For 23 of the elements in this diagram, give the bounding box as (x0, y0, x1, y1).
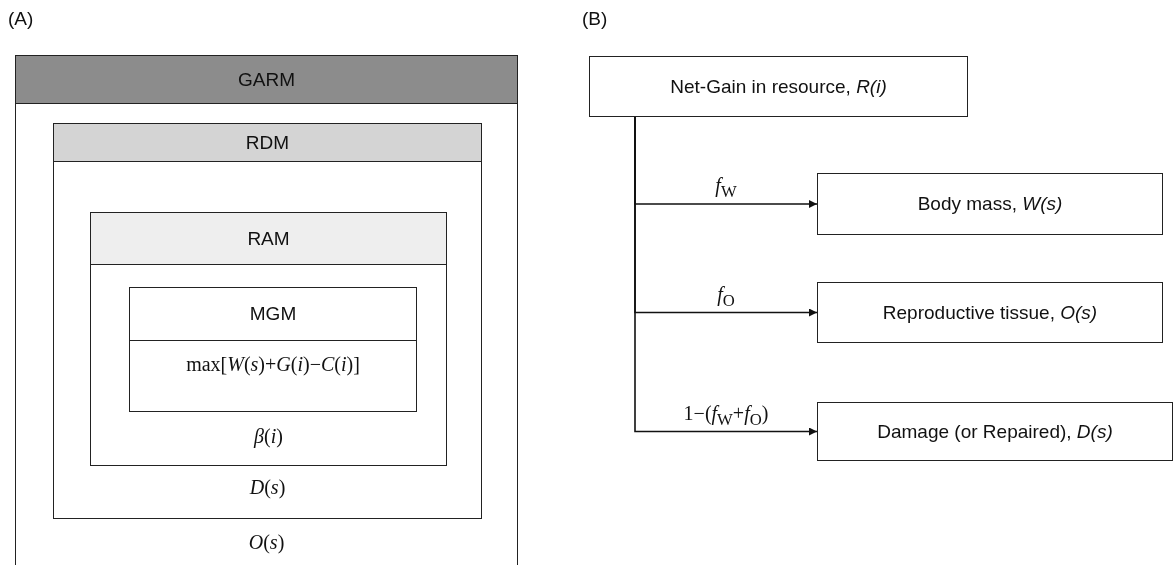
box-label: Damage (or Repaired), D(s) (877, 420, 1113, 443)
panel-label: (A) (8, 8, 34, 30)
model-name: MGM (249, 303, 297, 325)
state-variable: O(s) (248, 531, 285, 553)
model-name: GARM (238, 68, 295, 91)
box-label: Body mass, W(s) (917, 193, 1063, 215)
panel-label: (B) (582, 8, 608, 30)
process-box (589, 56, 968, 117)
process-box (817, 282, 1163, 343)
arrow (634, 116, 818, 436)
model-name: RDM (245, 131, 290, 154)
model-box (15, 55, 518, 565)
objective-formula: max[W(s)+G(i)−C(i)] (186, 353, 360, 375)
state-variable: D(s) (249, 476, 286, 498)
process-box (817, 173, 1163, 235)
model-box (90, 212, 447, 466)
box-label: Net-Gain in resource, R(i) (670, 75, 887, 98)
state-variable: β(i) (254, 425, 283, 447)
model-box (53, 123, 482, 519)
model-name: RAM (247, 227, 290, 250)
model-box (129, 287, 417, 412)
process-box (817, 402, 1173, 461)
box-label: Reproductive tissue, O(s) (882, 301, 1098, 324)
